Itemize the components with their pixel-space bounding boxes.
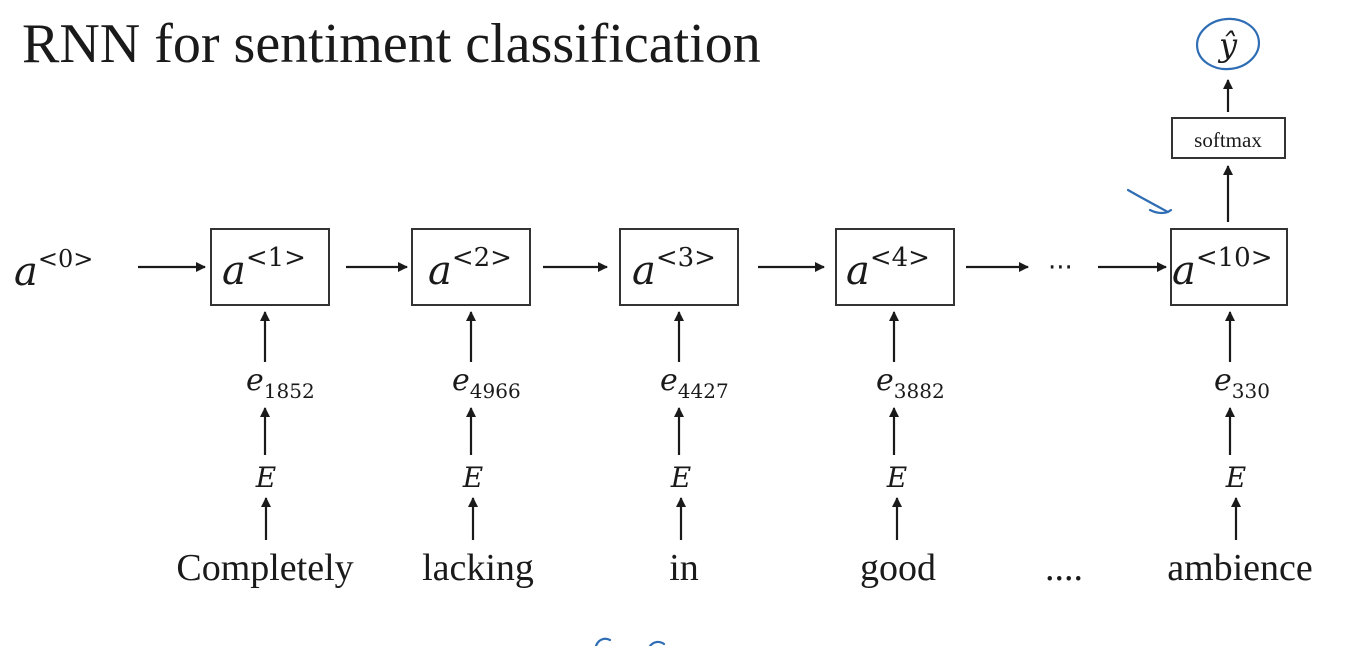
cell-10-base: a (1172, 248, 1196, 294)
matrix-E-4: E (886, 461, 907, 494)
embedding-3: e4427 (660, 363, 729, 403)
cell-label-10: a<10> (1172, 243, 1273, 294)
cell-4-sup: <4> (870, 243, 930, 273)
word-2: lacking (422, 547, 534, 589)
embedding-1: e1852 (246, 363, 315, 403)
cell-label-3: a<3> (632, 243, 716, 294)
cell-1-sup: <1> (246, 243, 306, 273)
word-to-matrix-arrows (261, 497, 1241, 540)
output-yhat: ŷ (1217, 26, 1238, 64)
embedding-3-base: e (660, 363, 678, 398)
cell-box-10 (1170, 228, 1288, 306)
softmax-label: softmax (1194, 128, 1262, 152)
matrix-E-2: E (462, 461, 483, 494)
matrix-to-embedding-arrows (260, 407, 1235, 455)
cell-box-3 (619, 228, 739, 306)
embedding-4-base: e (876, 363, 894, 398)
slide-title: RNN for sentiment classification (22, 13, 761, 75)
cell-2-sup: <2> (452, 243, 512, 273)
embedding-10: e330 (1214, 363, 1270, 403)
matrix-E-3: E (670, 461, 691, 494)
embedding-labels: e1852 e4966 e4427 e3882 e330 (246, 363, 1270, 403)
initial-activation: a<0> (14, 245, 93, 295)
cell-2-base: a (428, 248, 452, 294)
embedding-2-sub: 4966 (470, 379, 521, 403)
input-words: Completely lacking in good .... ambience (176, 547, 1312, 589)
cell-label-2: a<2> (428, 243, 512, 294)
embedding-4: e3882 (876, 363, 945, 403)
cell-1-base: a (222, 248, 246, 294)
embedding-1-sub: 1852 (264, 379, 315, 403)
matrix-labels: E E E E E (255, 461, 1246, 494)
initial-activation-sup: <0> (38, 245, 94, 273)
embedding-4-sub: 3882 (894, 379, 945, 403)
embedding-2-base: e (452, 363, 470, 398)
cell-3-sup: <3> (656, 243, 716, 273)
cell-4-base: a (846, 248, 870, 294)
softmax-box (1171, 117, 1286, 159)
bottom-pen-mark (594, 637, 666, 646)
embedding-3-sub: 4427 (678, 379, 729, 403)
cell-box-2 (411, 228, 531, 306)
initial-activation-base: a (14, 249, 38, 295)
embedding-10-sub: 330 (1232, 379, 1270, 403)
cell-3-base: a (632, 248, 656, 294)
embedding-10-base: e (1214, 363, 1232, 398)
cell-box-1 (210, 228, 330, 306)
embedding-to-cell-arrows (260, 311, 1235, 362)
cell-10-sup: <10> (1196, 243, 1273, 273)
cell-labels: a<1> a<2> a<3> a<4> a<10> (222, 243, 1273, 294)
yhat-circle-annotation (1195, 17, 1261, 71)
cell-label-1: a<1> (222, 243, 306, 294)
word-1: Completely (176, 547, 353, 589)
ellipsis-words: .... (1045, 547, 1083, 589)
word-4: good (860, 547, 936, 589)
word-3: in (669, 547, 699, 589)
rnn-cells (210, 228, 1288, 306)
embedding-2: e4966 (452, 363, 521, 403)
word-10: ambience (1167, 547, 1313, 589)
pen-mark-annotation (1126, 188, 1173, 215)
cell-label-4: a<4> (846, 243, 930, 294)
embedding-1-base: e (246, 363, 264, 398)
ellipsis-mid: ··· (1048, 253, 1073, 283)
matrix-E-10: E (1225, 461, 1246, 494)
matrix-E-1: E (255, 461, 276, 494)
cell-box-4 (835, 228, 955, 306)
